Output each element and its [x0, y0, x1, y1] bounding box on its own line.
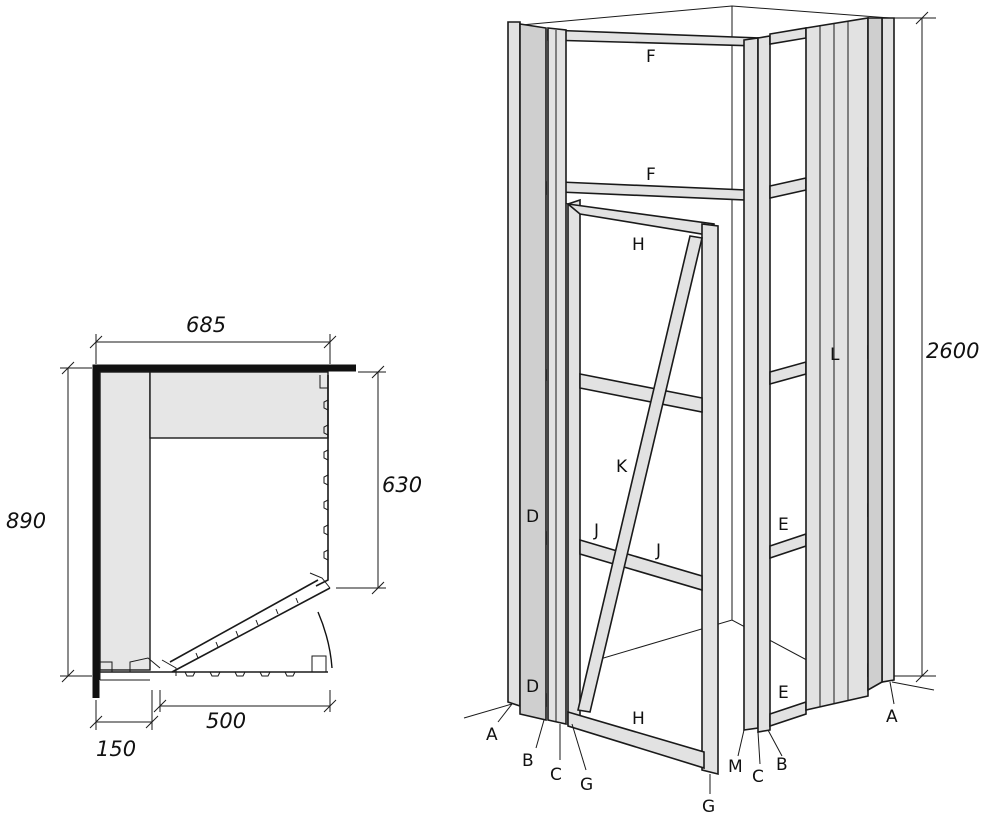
frame-view: 2600	[463, 5, 979, 817]
plan-door-swing	[317, 611, 333, 669]
frame-leader-lines	[497, 681, 895, 794]
plan-view: 685 890 630 150 500	[6, 313, 422, 761]
post-c-left	[547, 27, 567, 725]
plan-dimension-lines	[60, 334, 386, 730]
plan-clips-door	[195, 597, 299, 659]
plan-wall-left	[99, 371, 151, 671]
plan-panel-right	[315, 375, 329, 587]
door-rail-upper	[579, 373, 703, 413]
label-f-top: F	[646, 47, 656, 67]
dim-depth-right: 630	[382, 473, 422, 497]
label-c-right: C	[752, 767, 764, 787]
post-a-left	[507, 21, 521, 708]
label-g-left: G	[580, 775, 593, 795]
label-h-top: H	[632, 235, 645, 255]
label-b-right: B	[776, 755, 788, 775]
label-j-right: J	[655, 541, 661, 561]
dim-width-top: 685	[186, 313, 226, 337]
bar-e-upper	[769, 532, 807, 560]
dim-width-bottom: 500	[206, 709, 246, 733]
plan-wall-top	[149, 371, 329, 439]
plan-clips-right	[323, 399, 329, 561]
bar-e-lower	[769, 700, 807, 728]
label-j-left: J	[593, 521, 599, 541]
frame-room-outline	[463, 5, 936, 719]
dim-height: 2600	[926, 339, 979, 363]
plan-clips-bottom	[184, 671, 296, 677]
label-m: M	[728, 757, 743, 777]
label-h-bottom: H	[632, 709, 645, 729]
label-a-right: A	[886, 707, 898, 727]
plan-door-panel	[169, 579, 319, 663]
plan-wall-corner	[92, 364, 356, 698]
label-l: L	[830, 345, 840, 365]
door-frame-right	[701, 223, 719, 776]
post-b-right	[867, 17, 883, 692]
label-k: K	[616, 457, 628, 477]
label-a-left: A	[486, 725, 498, 745]
door-frame-bottom	[567, 710, 705, 770]
post-b-left	[519, 23, 547, 722]
label-b-left: B	[522, 751, 534, 771]
label-e-upper: E	[778, 515, 789, 535]
label-c-left: C	[550, 765, 562, 785]
post-m	[743, 37, 759, 731]
dim-offset-left: 150	[96, 737, 136, 761]
label-f-mid: F	[646, 165, 656, 185]
rail-right-mid	[769, 360, 807, 386]
door-brace-k	[577, 235, 703, 713]
post-c-right	[757, 35, 771, 733]
label-g-bottom: G	[702, 797, 715, 817]
rail-right-upper	[769, 177, 807, 199]
dim-depth-left: 890	[6, 509, 46, 533]
rail-right-top	[769, 27, 807, 45]
bar-f-top	[547, 29, 761, 47]
label-d-upper: D	[526, 507, 539, 527]
door-frame-top	[565, 202, 715, 237]
label-d-lower: D	[526, 677, 539, 697]
panel-l	[805, 17, 869, 712]
label-e-lower: E	[778, 683, 789, 703]
post-a-right	[881, 17, 895, 683]
frame-height-dimension	[915, 11, 929, 683]
door-rail-lower	[579, 538, 703, 592]
door-frame-left	[567, 198, 581, 726]
